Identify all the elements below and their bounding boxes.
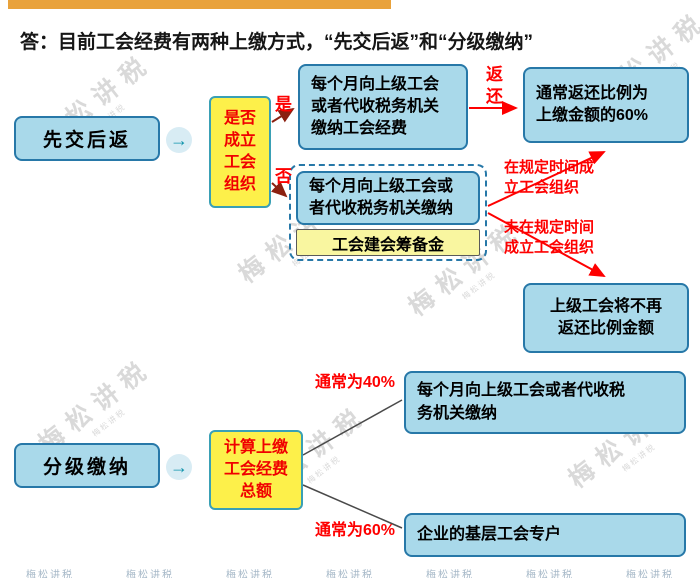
right-arrow-icon: → (170, 457, 188, 477)
not-formed-in-time-label: 未在规定时间 成立工会组织 (504, 219, 595, 256)
pay-union-fee-box: 每个月向上级工会 或者代收税务机关 缴纳工会经费 (298, 64, 468, 150)
watermark: 梅松讲税 (126, 570, 174, 578)
right-arrow-icon: → (170, 130, 188, 150)
watermark: 梅松讲税 (626, 570, 674, 578)
union-formed-decision-box: 是否 成立 工会 组织 (209, 96, 271, 208)
watermark: 梅松讲税 (26, 570, 74, 578)
no-return-box: 上级工会将不再 返还比例金额 (523, 283, 689, 353)
first-pay-then-return-box: 先交后返 (14, 116, 160, 161)
watermark: 梅松讲税 (426, 570, 474, 578)
watermark: 梅松讲税 (226, 570, 274, 578)
watermark: 梅松讲税 (526, 570, 574, 578)
percent-60-label: 通常为60% (315, 522, 396, 539)
answer-heading: 答：目前工会经费有两种上缴方式，“先交后返”和“分级缴纳” (20, 32, 534, 53)
no-branch-group (289, 164, 487, 261)
no-label: 否 (275, 167, 292, 186)
return-ratio-box: 通常返还比例为 上缴金额的60% (523, 67, 689, 143)
top-accent-bar (8, 0, 391, 9)
preparatory-fund-box: 工会建会筹备金 (296, 229, 480, 256)
bottom-watermark-strip: 梅松讲税 梅松讲税 梅松讲税 梅松讲税 梅松讲税 梅松讲税 梅松讲税 (0, 566, 700, 578)
watermark: 梅松讲税 (326, 570, 374, 578)
flow-arrow-1: → (166, 127, 192, 153)
tiered-payment-box: 分级缴纳 (14, 443, 160, 488)
flow-arrow-2: → (166, 454, 192, 480)
pay-tax-authority-box: 每个月向上级工会或 者代收税务机关缴纳 (296, 171, 480, 225)
return-label: 返 还 (486, 65, 503, 107)
pay-upper-union-box: 每个月向上级工会或者代收税 务机关缴纳 (404, 371, 686, 434)
percent-40-label: 通常为40% (315, 374, 396, 391)
yes-label: 是 (275, 95, 292, 114)
grassroots-account-box: 企业的基层工会专户 (404, 513, 686, 557)
calc-total-box: 计算上缴 工会经费 总额 (209, 430, 303, 510)
formed-in-time-label: 在规定时间成 立工会组织 (504, 159, 595, 196)
